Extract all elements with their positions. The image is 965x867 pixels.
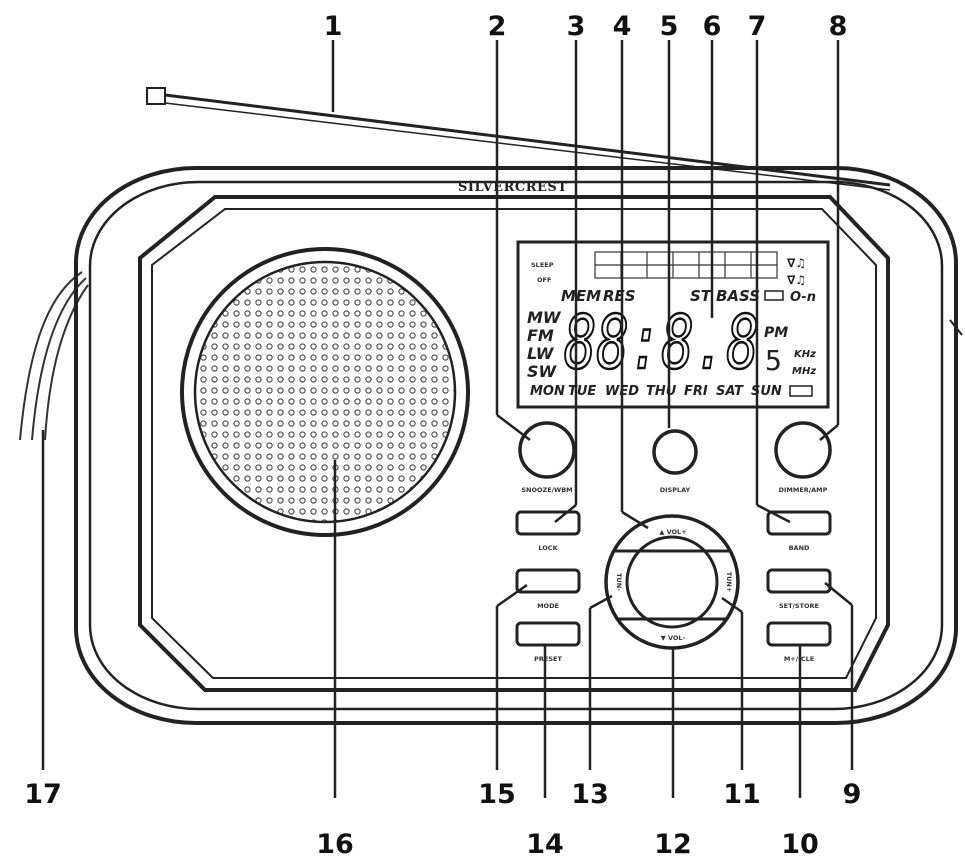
lcd-off: OFF	[537, 276, 551, 284]
lock-label: LOCK	[538, 544, 558, 552]
lcd-band-lw: LW	[527, 344, 555, 363]
lcd-day-thu: THU	[646, 384, 677, 399]
navigation-ring	[604, 514, 740, 650]
lcd-band-fm: FM	[527, 326, 554, 345]
mode-button[interactable]	[515, 568, 581, 594]
telescopic-antenna	[146, 87, 891, 191]
lcd-mem: MEM	[561, 287, 601, 305]
lcd-band-mw: MW	[527, 308, 562, 327]
lcd-pm: PM	[764, 325, 788, 341]
volume-up-label: ▲ VOL+	[659, 528, 686, 536]
lcd-day-mon: MON	[530, 384, 565, 399]
callout-13: 13	[571, 779, 609, 810]
lcd-day-sat: SAT	[716, 384, 744, 399]
display-button[interactable]	[652, 429, 698, 475]
callout-1: 1	[324, 11, 343, 42]
lcd-signal-icon: ∇♫	[787, 256, 806, 270]
lcd-bass: BASS	[716, 287, 760, 305]
callout-7: 7	[748, 11, 767, 42]
snooze-button[interactable]	[518, 421, 576, 479]
leader-lines	[41, 40, 854, 798]
display-label: DISPLAY	[660, 486, 691, 494]
dimmer-label: DIMMER/AMP	[779, 486, 828, 494]
callout-8: 8	[829, 11, 848, 42]
lcd-mhz: MHz	[792, 366, 816, 377]
callout-2: 2	[488, 11, 507, 42]
lcd-display: SLEEP OFF ∇♫ ∇♫ MEM RES ST BASS O-n MW F…	[516, 240, 830, 409]
lcd-day-fri: FRI	[684, 384, 708, 399]
mode-label: MODE	[537, 602, 559, 610]
lcd-st: ST	[690, 287, 713, 305]
volume-down-label: ▼ VOL-	[661, 634, 686, 642]
lcd-day-sun: SUN	[751, 384, 782, 399]
tune-down-label: TUN-	[615, 573, 623, 591]
dimmer-button[interactable]	[774, 421, 832, 479]
callout-16: 16	[316, 829, 354, 860]
callout-15: 15	[478, 779, 516, 810]
lcd-res: RES	[603, 287, 636, 305]
lcd-time-digits: 88:8.8	[564, 300, 759, 386]
preset-label: PRESET	[534, 655, 562, 663]
lcd-band-sw: SW	[527, 362, 558, 381]
callout-17: 17	[24, 779, 62, 810]
callout-14: 14	[526, 829, 564, 860]
band-label: BAND	[789, 544, 810, 552]
callout-4: 4	[613, 11, 632, 42]
callout-10: 10	[781, 829, 819, 860]
lcd-day-tue: TUE	[568, 384, 596, 399]
lcd-battery-icon	[764, 290, 784, 301]
speaker-grille	[180, 247, 470, 537]
lcd-battery-level-icon	[789, 385, 813, 397]
callout-5: 5	[660, 11, 679, 42]
memory-clear-button[interactable]	[766, 621, 832, 647]
brand-logo: SILVERCREST	[458, 180, 568, 195]
lcd-khz: KHz	[794, 349, 816, 360]
lcd-sleep: SLEEP	[531, 261, 554, 269]
lock-button[interactable]	[515, 510, 581, 536]
preset-button[interactable]	[515, 621, 581, 647]
tune-up-label: TUN+	[725, 572, 733, 593]
lcd-small-digit: 5	[765, 344, 782, 377]
snooze-label: SNOOZE/WBM	[521, 486, 572, 494]
radio-body	[74, 166, 963, 725]
callout-6: 6	[703, 11, 722, 42]
lcd-key-icon: O-n	[790, 290, 816, 305]
lcd-signal2-icon: ∇♫	[787, 273, 806, 287]
callout-9: 9	[843, 779, 862, 810]
callout-3: 3	[567, 11, 586, 42]
callout-12: 12	[654, 829, 692, 860]
setstore-label: SET/STORE	[779, 602, 819, 610]
setstore-button[interactable]	[766, 568, 832, 594]
callout-11: 11	[723, 779, 761, 810]
